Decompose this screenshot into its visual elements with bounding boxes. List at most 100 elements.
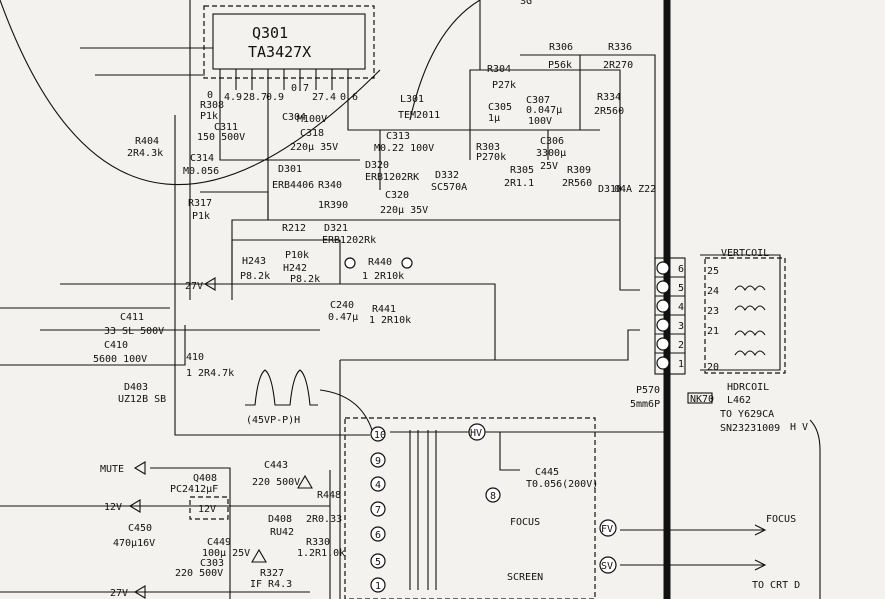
component-label: R440 — [368, 257, 392, 268]
component-label: 1 2R10k — [362, 271, 404, 282]
component-label: C303 — [200, 558, 224, 569]
component-label: 220 500V — [175, 568, 223, 579]
component-label: 0.47µ — [328, 312, 358, 323]
fbt-pin-label: 7 — [375, 505, 381, 516]
component-label: 2R270 — [603, 60, 633, 71]
fbt-box — [344, 417, 596, 599]
component-label: 2R560 — [594, 106, 624, 117]
pulse-waveform — [245, 369, 318, 406]
component-label: R448 — [317, 490, 341, 501]
component-label: R327 — [260, 568, 284, 579]
component-label: R317 — [188, 198, 212, 209]
fbt-pin-label: 5 — [375, 557, 381, 568]
component-label: 3300µ — [536, 148, 566, 159]
component-label: C320 — [385, 190, 409, 201]
component-label: 1 2R10k — [369, 315, 411, 326]
pin-label: 5 — [678, 283, 684, 294]
component-label: L462 — [727, 395, 751, 406]
component-label: 1 2R4.7k — [186, 368, 234, 379]
component-label: 12V — [198, 504, 216, 515]
component-label: R404 — [135, 136, 159, 147]
component-label: 20 — [707, 362, 719, 373]
component-label: R334 — [597, 92, 621, 103]
fbt-windings — [409, 430, 437, 590]
component-label: M100V — [297, 114, 327, 125]
component-label: Q408 — [193, 473, 217, 484]
component-label: SCREEN — [507, 572, 543, 583]
component-label: R305 — [510, 165, 534, 176]
component-label: D301 — [278, 164, 302, 175]
wires — [0, 0, 821, 599]
ic-part: TA3427X — [248, 43, 311, 61]
component-label: IF R4.3 — [250, 579, 292, 590]
deflection-coil-box — [704, 257, 786, 374]
component-label: R330 — [306, 537, 330, 548]
component-label: 0.6 — [340, 92, 358, 103]
component-label: ERB1202RK — [365, 172, 419, 183]
component-label: P270k — [476, 152, 506, 163]
component-label: 2R1.1 — [504, 178, 534, 189]
component-label: UZ12B SB — [118, 394, 166, 405]
component-label: TO Y629CA — [720, 409, 774, 420]
component-label: C445 — [535, 467, 559, 478]
component-label: 0 — [207, 90, 213, 101]
component-label: VERTCOIL — [721, 248, 769, 259]
component-label: D320 — [365, 160, 389, 171]
component-label: 04A Z22 — [614, 184, 656, 195]
component-label: SC570A — [431, 182, 467, 193]
component-label: FV — [601, 524, 613, 535]
component-label: TO CRT D — [752, 580, 800, 591]
component-label: 33 SL 500V — [104, 326, 164, 337]
component-label: C305 — [488, 102, 512, 113]
component-label: 2R560 — [562, 178, 592, 189]
component-label: (45VP-P)H — [246, 415, 300, 426]
component-label: H V — [790, 422, 808, 433]
component-label: RU42 — [270, 527, 294, 538]
nk-badge — [687, 392, 713, 404]
component-label: 100V — [528, 116, 552, 127]
component-label: R303 — [476, 142, 500, 153]
component-label: 220 500V — [252, 477, 300, 488]
component-label: NK70 — [690, 394, 714, 405]
component-label: R212 — [282, 223, 306, 234]
fbt-pin-label: 6 — [375, 530, 381, 541]
component-label: M0.056 — [183, 166, 219, 177]
component-label: C304 — [282, 112, 306, 123]
component-label: T0.056(200V) — [526, 479, 598, 490]
component-label: PC2412µF — [170, 484, 218, 495]
component-label: 4.9 — [224, 92, 242, 103]
component-label: HV — [470, 428, 482, 439]
fv-terminal — [599, 519, 617, 537]
warning-triangle — [297, 474, 313, 489]
component-label: P1k — [192, 211, 210, 222]
sv-terminal — [599, 556, 617, 574]
component-label: C449 — [207, 537, 231, 548]
arrows — [128, 277, 767, 599]
component-label: 5mm6P — [630, 399, 660, 410]
component-label: P56k — [548, 60, 572, 71]
component-label: 1.2R1.0k — [297, 548, 345, 559]
fbt-pin-label: 8 — [490, 491, 496, 502]
component-label: P27k — [492, 80, 516, 91]
pin-label: 2 — [678, 340, 684, 351]
component-label: 25V — [540, 161, 558, 172]
component-label: 21 — [707, 326, 719, 337]
component-label: 28.7 — [243, 92, 267, 103]
fbt-pin-label: 9 — [375, 456, 381, 467]
component-label: 1R390 — [318, 200, 348, 211]
component-label: P8.2k — [290, 274, 320, 285]
component-label: 1µ — [488, 113, 500, 124]
component-label: D403 — [124, 382, 148, 393]
component-label: P8.2k — [240, 271, 270, 282]
component-label: R309 — [567, 165, 591, 176]
ic-pins — [219, 69, 349, 90]
component-label: C443 — [264, 460, 288, 471]
component-label: D321 — [324, 223, 348, 234]
component-label: ERB4406 — [272, 180, 314, 191]
q408-box — [189, 496, 229, 520]
component-label: 2R0.33 — [306, 514, 342, 525]
component-label: 150 500V — [197, 132, 245, 143]
component-label: H243 — [242, 256, 266, 267]
component-label: L301 — [400, 94, 424, 105]
